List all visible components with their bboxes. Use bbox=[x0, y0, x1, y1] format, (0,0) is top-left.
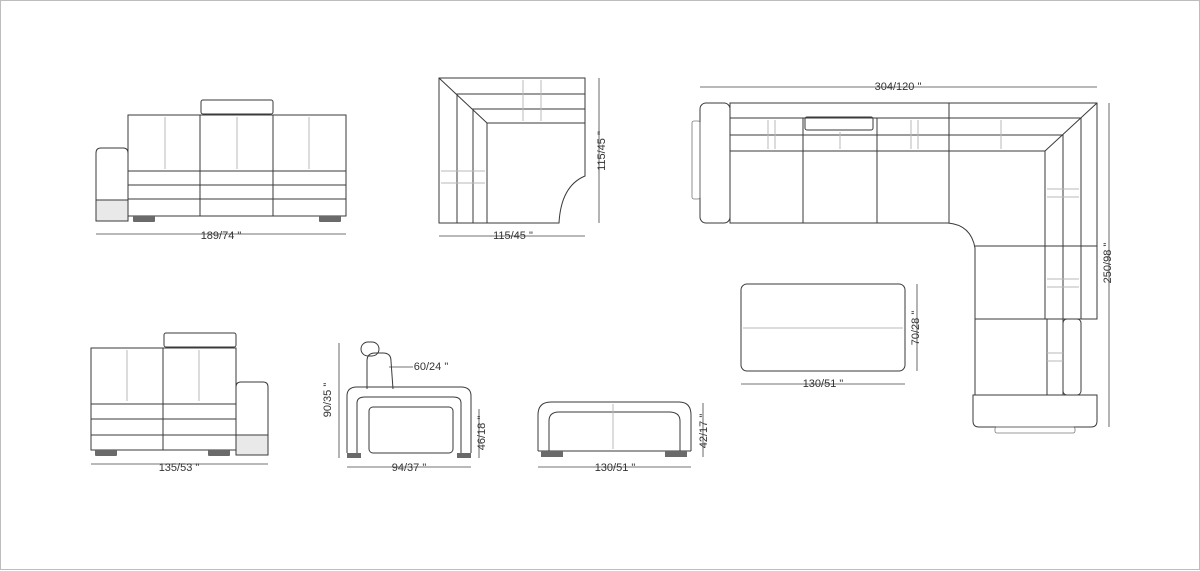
dim-ottoman-height: 42/17 " bbox=[698, 414, 710, 449]
dim-sectional-width: 304/120 " bbox=[875, 81, 922, 93]
dim-sofa-width: 189/74 " bbox=[201, 230, 242, 242]
dim-loveseat-width: 135/53 " bbox=[159, 462, 200, 474]
dim-side-seat-height: 46/18 " bbox=[476, 416, 488, 451]
side-view: 60/24 " 90/35 " 46/18 " 94/37 " bbox=[322, 341, 488, 474]
loveseat-front-view: 135/53 " bbox=[90, 332, 269, 474]
dim-sectional-depth: 250/98 " bbox=[1102, 243, 1114, 284]
dim-side-depth: 94/37 " bbox=[392, 462, 427, 474]
table-top-view: 130/51 " 70/28 " bbox=[740, 283, 922, 390]
dim-side-headrest: 60/24 " bbox=[414, 361, 449, 373]
sofa-front-view: 189/74 " bbox=[95, 99, 347, 242]
sectional-top-view: 304/120 " 250/98 " bbox=[691, 81, 1114, 434]
ottoman-front-view: 130/51 " 42/17 " bbox=[537, 401, 710, 474]
dim-side-height: 90/35 " bbox=[322, 383, 334, 418]
dim-ottoman-width: 130/51 " bbox=[595, 462, 636, 474]
dim-table-width: 130/51 " bbox=[803, 378, 844, 390]
corner-top-view: 115/45 " 115/45 " bbox=[438, 77, 608, 242]
dim-corner-width: 115/45 " bbox=[493, 230, 533, 242]
dim-corner-depth: 115/45 " bbox=[596, 131, 608, 171]
dim-table-depth: 70/28 " bbox=[910, 311, 922, 346]
